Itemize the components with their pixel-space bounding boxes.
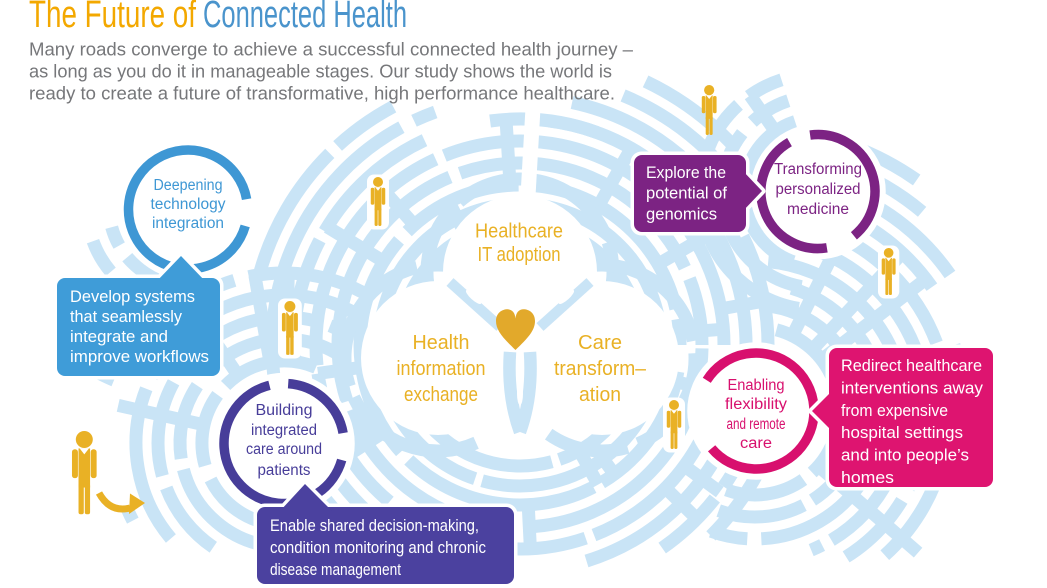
svg-text:improve workflows: improve workflows [70, 347, 209, 366]
svg-text:medicine: medicine [787, 201, 849, 218]
svg-text:flexibility: flexibility [725, 396, 787, 413]
svg-text:care around: care around [246, 441, 322, 458]
svg-text:Deepening: Deepening [154, 177, 223, 194]
svg-text:interventions away: interventions away [841, 378, 983, 397]
svg-text:and into people’s: and into people’s [841, 446, 969, 465]
svg-text:hospital settings: hospital settings [841, 423, 963, 442]
svg-text:transform–: transform– [554, 358, 647, 380]
svg-text:from expensive: from expensive [841, 401, 948, 420]
svg-text:Enabling: Enabling [728, 377, 785, 394]
svg-text:ation: ation [579, 384, 621, 406]
svg-text:Connected Health: Connected Health [203, 0, 407, 36]
svg-text:integrated: integrated [251, 422, 317, 439]
svg-text:integration: integration [152, 215, 224, 232]
svg-text:as long as you do it in manage: as long as you do it in manageable stage… [29, 61, 612, 82]
svg-text:technology: technology [151, 196, 226, 213]
svg-text:genomics: genomics [646, 205, 717, 223]
svg-text:Explore the: Explore the [646, 164, 726, 182]
svg-text:Healthcare: Healthcare [475, 221, 563, 243]
svg-text:IT adoption: IT adoption [478, 244, 561, 266]
svg-text:exchange: exchange [404, 384, 478, 406]
svg-text:personalized: personalized [776, 181, 861, 198]
svg-text:Many roads converge to achieve: Many roads converge to achieve a success… [29, 39, 634, 60]
svg-text:Enable shared decision-making,: Enable shared decision-making, [270, 516, 479, 535]
svg-text:The Future of: The Future of [29, 0, 196, 36]
svg-text:Transforming: Transforming [774, 161, 862, 178]
svg-text:potential of: potential of [646, 185, 727, 203]
svg-text:and remote: and remote [727, 416, 786, 433]
svg-text:patients: patients [258, 462, 311, 479]
svg-text:disease management: disease management [270, 560, 401, 579]
svg-text:homes: homes [841, 468, 894, 487]
svg-text:condition monitoring and chron: condition monitoring and chronic [270, 538, 486, 557]
svg-text:that seamlessly: that seamlessly [70, 307, 182, 326]
svg-text:Redirect healthcare: Redirect healthcare [841, 356, 982, 375]
svg-text:Care: Care [578, 332, 622, 354]
svg-text:integrate and: integrate and [70, 327, 168, 346]
svg-text:Develop systems: Develop systems [70, 287, 195, 306]
svg-text:Health: Health [413, 332, 470, 354]
svg-text:ready to create a future of tr: ready to create a future of transformati… [29, 83, 615, 104]
svg-text:information: information [397, 358, 486, 380]
svg-text:Building: Building [256, 402, 313, 419]
svg-text:care: care [740, 435, 772, 452]
